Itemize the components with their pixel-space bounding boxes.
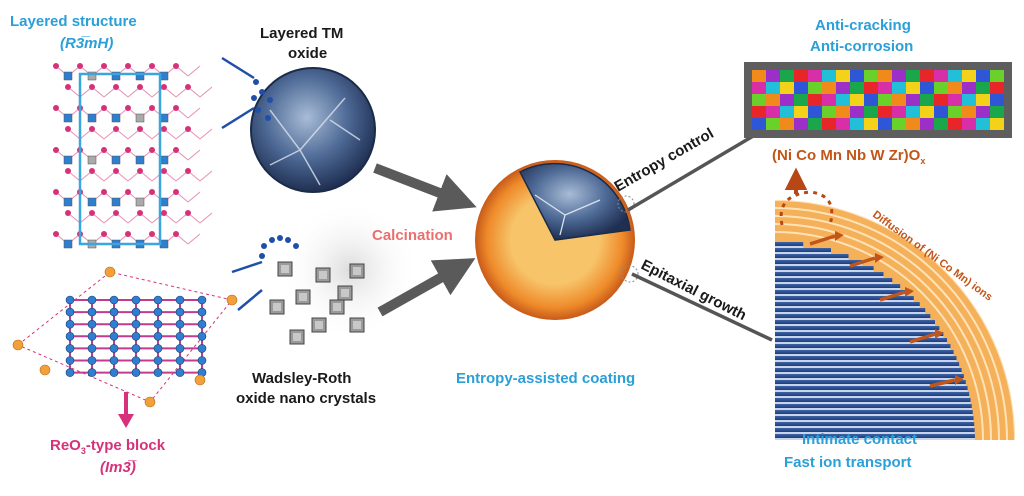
epitaxial-growth-line	[631, 272, 773, 342]
reo3-space-group-label: (Im3̅)	[100, 459, 137, 476]
coating-formula-label: (Ni Co Mn Nb W Zr)Ox	[772, 147, 925, 166]
layered-lattice	[53, 63, 213, 249]
entropy-control-label: Entropy control	[612, 125, 717, 196]
reo3-down-arrow-head	[118, 414, 134, 428]
arrow-crystals-to-core	[377, 258, 476, 317]
pointer-line-upper	[221, 56, 255, 80]
wadsley-roth-label-2: oxide nano crystals	[236, 390, 376, 407]
coating-mosaic	[752, 70, 1004, 130]
arrow-sphere-to-core	[373, 163, 477, 212]
anti-cracking-label: Anti-cracking	[815, 17, 911, 34]
nanocrystal-pointer-lower	[237, 289, 263, 311]
layered-tm-oxide-label-2: oxide	[288, 45, 327, 62]
pointer-line-lower	[221, 106, 255, 130]
unit-cell-frame	[78, 72, 162, 246]
intimate-contact-label: Intimate contact	[802, 431, 917, 448]
layered-space-group-label: (R3̅mH)	[60, 35, 113, 52]
particle-cutaway	[518, 162, 631, 241]
layered-structure-label: Layered structure	[10, 13, 137, 30]
epitaxial-growth-label: Epitaxial growth	[638, 256, 749, 324]
diffusion-up-arrow	[784, 167, 808, 194]
reo3-type-block-label: ReO3-type block	[50, 437, 166, 456]
nanocrystal-cubes	[269, 261, 365, 345]
diffusion-dotted-loop	[779, 190, 834, 226]
wadsley-roth-label-1: Wadsley-Roth	[252, 370, 351, 387]
nanocrystal-dots	[259, 235, 299, 259]
anti-corrosion-label: Anti-corrosion	[810, 38, 913, 55]
entropy-zoom-circle	[617, 195, 635, 213]
interface-quarter	[775, 200, 1015, 440]
entropy-assisted-coating-label: Entropy-assisted coating	[456, 370, 635, 387]
entropy-control-line	[627, 130, 761, 212]
reo3-lattice	[12, 266, 238, 408]
calcination-label: Calcination	[372, 227, 453, 244]
particle-cutaway-cracks	[534, 194, 601, 236]
layered-tm-oxide-label-1: Layered TM	[260, 25, 343, 42]
fast-ion-transport-label: Fast ion transport	[784, 454, 912, 471]
diffusion-arrows	[809, 231, 964, 388]
nanocrystal-pointer-upper	[231, 260, 263, 274]
sphere-dots	[251, 79, 273, 121]
epitaxial-zoom-circle	[621, 265, 639, 283]
sphere-crack-lines	[269, 97, 361, 186]
